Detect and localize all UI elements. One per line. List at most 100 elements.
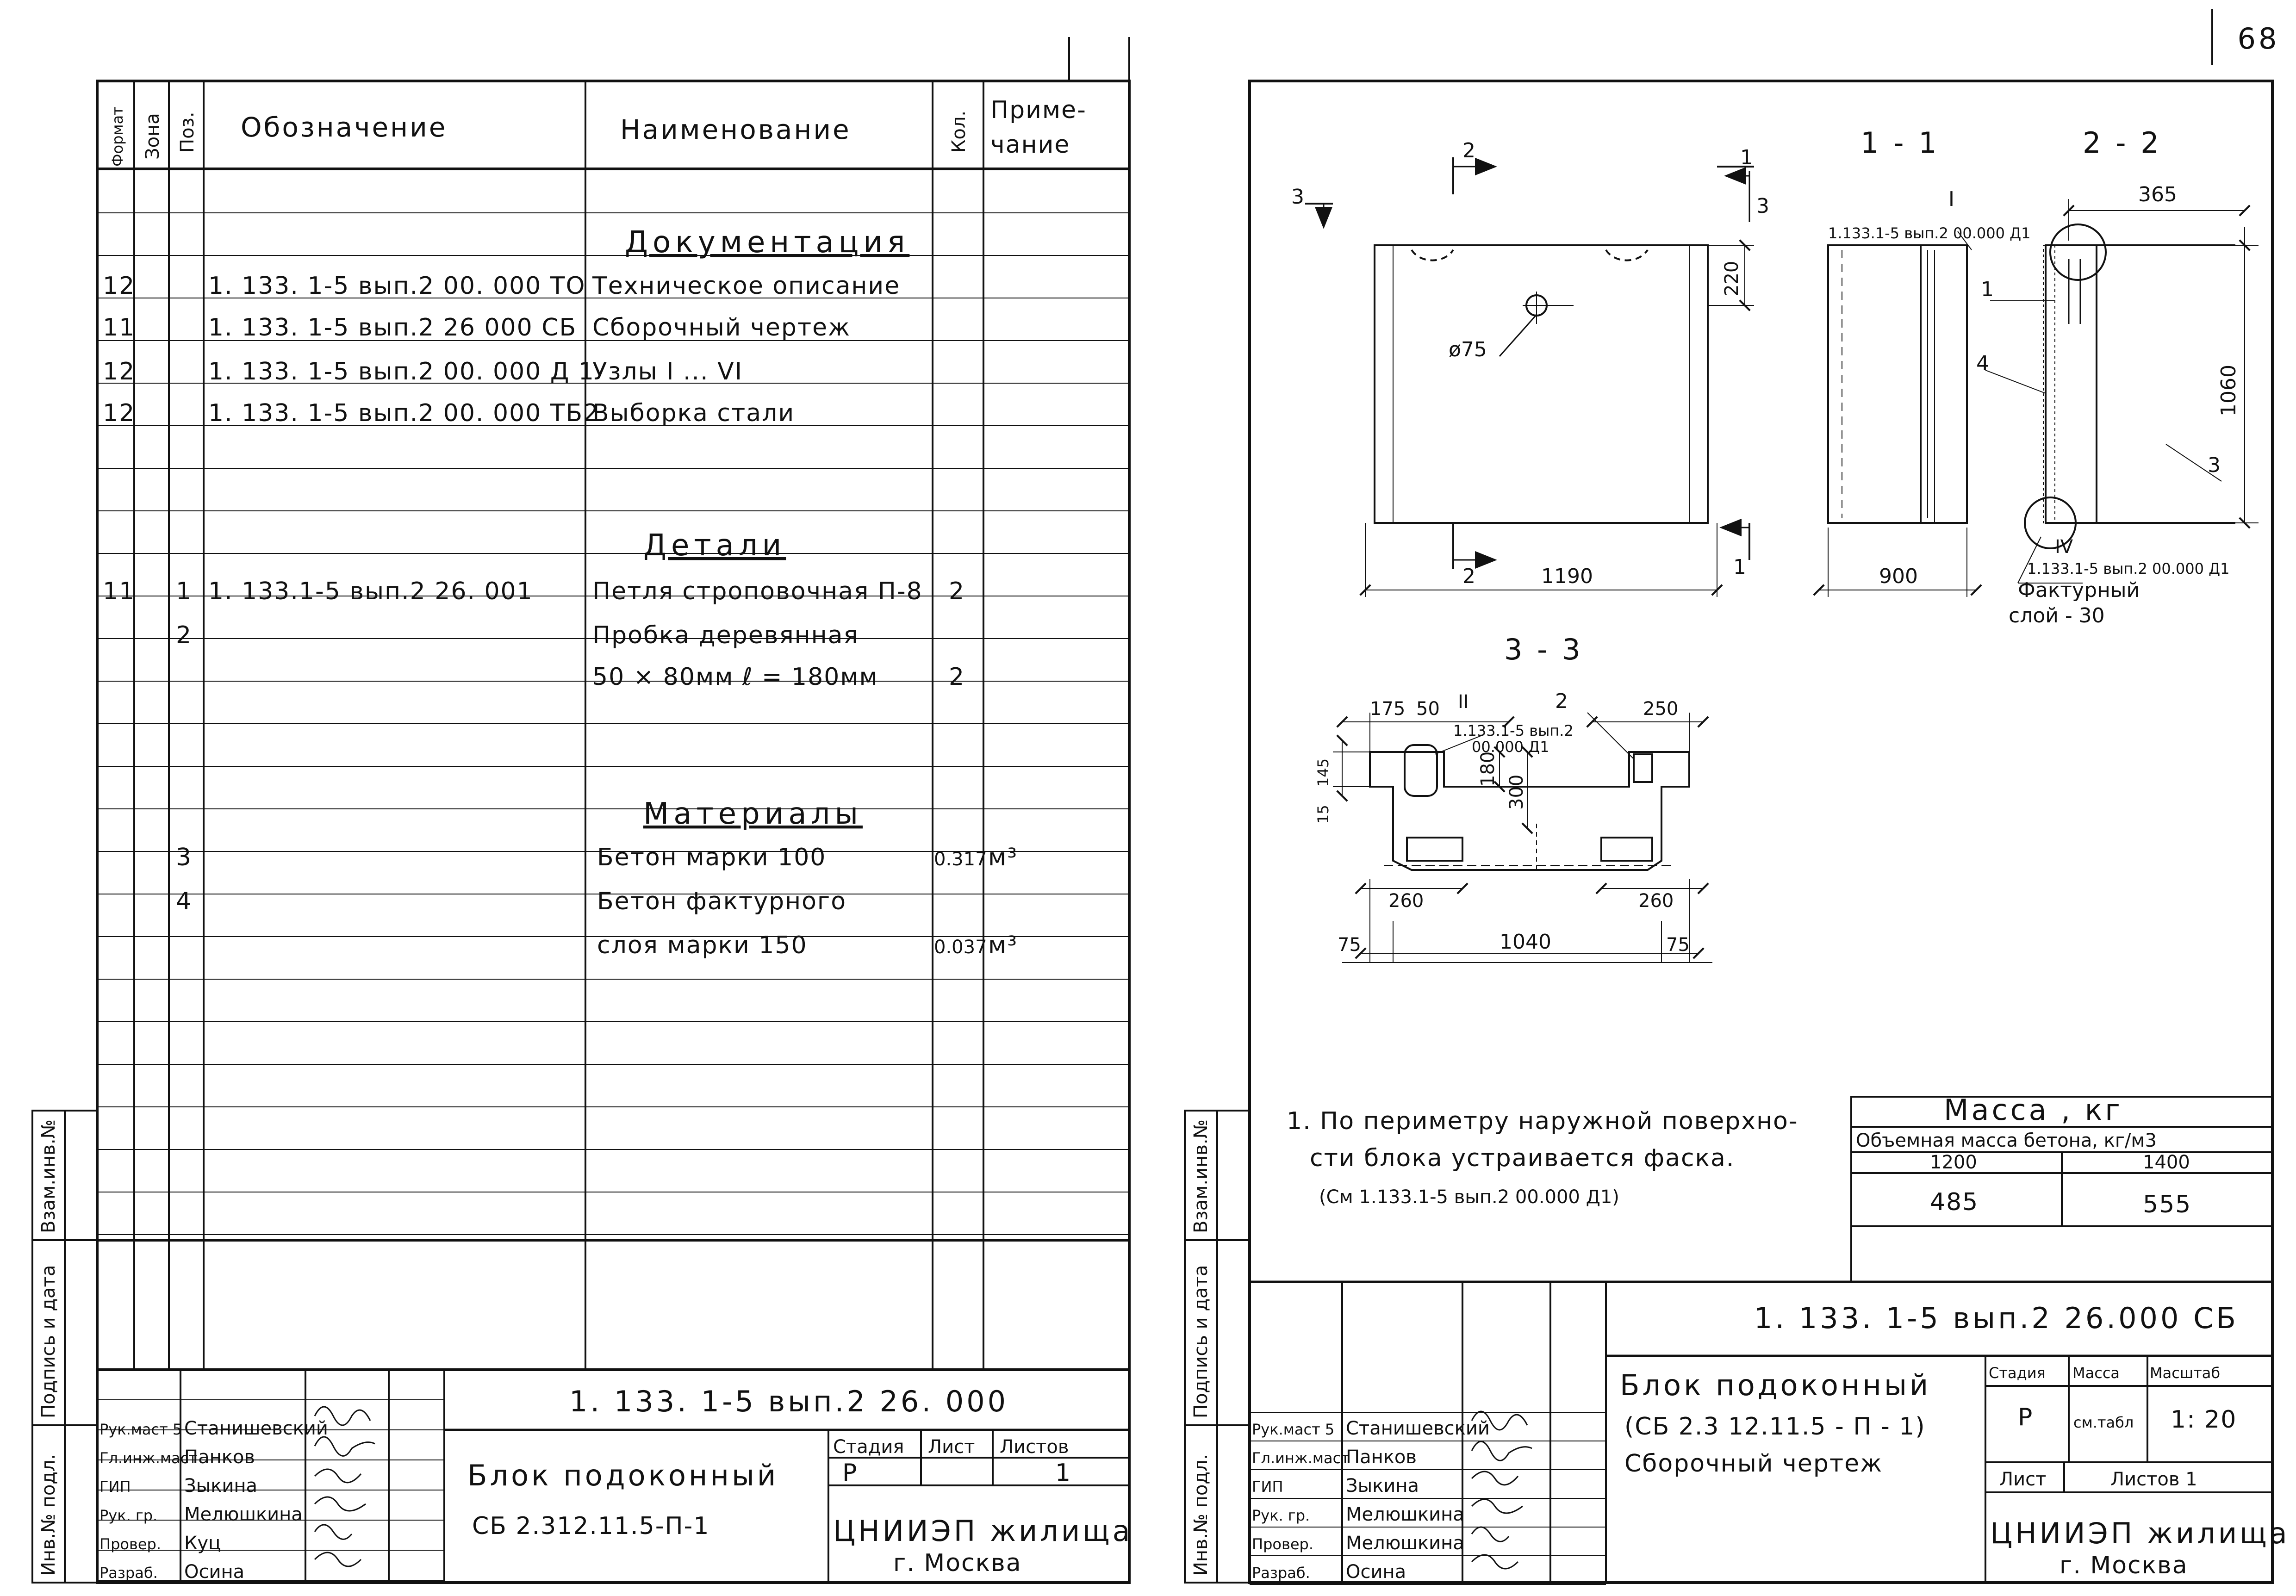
left-staff-role: ГИП xyxy=(100,1478,131,1496)
detail-row-name: Пробка деревянная xyxy=(592,621,859,649)
view-main-cut-1-bottom: 1 xyxy=(1733,555,1746,579)
material-row-name: Бетон марки 100 xyxy=(597,844,826,871)
spec-header-note-2: чание xyxy=(990,131,1070,159)
view-main-dim-220: 220 xyxy=(1721,261,1742,296)
left-sheets-value: 1 xyxy=(1055,1459,1071,1487)
mass-table-grid xyxy=(1850,1096,2273,1283)
section-materials: Материалы xyxy=(643,797,863,831)
doc-row-name: Техническое описание xyxy=(592,272,900,300)
section-2-2-node: IV xyxy=(2055,536,2073,558)
left-staff-name: Куц xyxy=(184,1533,221,1554)
note-block: 1. По периметру наружной поверхно- сти б… xyxy=(1287,1107,1798,1208)
section-3-3-d75a: 75 xyxy=(1338,934,1361,956)
spec-header-note-1: Приме- xyxy=(990,96,1087,124)
material-row-qty: 0.317 xyxy=(934,849,987,870)
view-main: 1190 220 ø75 2 2 3 3 1 1 xyxy=(1291,139,1769,597)
view-main-hole: ø75 xyxy=(1449,338,1487,361)
right-staff-role: ГИП xyxy=(1252,1478,1283,1496)
section-2-2-shape xyxy=(1985,199,2259,584)
left-title-grid xyxy=(180,1370,1129,1583)
left-sheet xyxy=(31,37,1131,1584)
left-staff-name: Зыкина xyxy=(184,1475,257,1497)
page-number: 68 xyxy=(2211,9,2277,65)
view-main-cut-2-top: 2 xyxy=(1462,139,1475,162)
right-sheets-header: Листов 1 xyxy=(2110,1469,2197,1490)
doc-row-designation: 1. 133. 1-5 вып.2 00. 000 Д 1 xyxy=(208,358,595,385)
spec-table: Формат Зона Поз. Обозначение Наименовани… xyxy=(103,96,1087,959)
left-sheets-header: Листов xyxy=(1000,1436,1069,1458)
right-title-block: 1. 133. 1-5 вып.2 26.000 СБ Блок подокон… xyxy=(1252,1301,2287,1583)
right-title-grid xyxy=(1250,1280,2272,1583)
left-signatures xyxy=(314,1406,375,1567)
doc-row-format: 11 xyxy=(103,314,135,342)
side-stamp-right xyxy=(1184,1110,1251,1584)
section-2-2-ref: 1.133.1-5 вып.2 00.000 Д1 xyxy=(2027,560,2229,578)
doc-row-name: Сборочный чертеж xyxy=(592,314,851,342)
right-staff-role: Рук. гр. xyxy=(1252,1507,1310,1524)
right-signatures xyxy=(1471,1410,1532,1570)
right-stage-value: Р xyxy=(2018,1403,2033,1431)
view-main-shape xyxy=(1305,157,1754,597)
material-row-note: м³ xyxy=(988,932,1018,959)
right-sheet-header: Лист xyxy=(1999,1469,2046,1490)
right-side-label-inv-sub: Инв.№ подл. xyxy=(1190,1454,1212,1576)
doc-row-designation: 1. 133. 1-5 вып.2 00. 000 ТБ2 xyxy=(208,399,599,427)
right-staff-role: Рук.маст 5 xyxy=(1252,1421,1334,1438)
section-3-3-d260b: 260 xyxy=(1638,890,1674,912)
right-staff-name: Станишевский xyxy=(1346,1418,1490,1439)
doc-row-designation: 1. 133. 1-5 вып.2 26 000 СБ xyxy=(208,314,577,342)
section-3-3-d50: 50 xyxy=(1416,698,1440,720)
right-scale-value: 1: 20 xyxy=(2171,1406,2237,1434)
doc-row-format: 12 xyxy=(103,358,135,385)
section-3-3-title: 3 - 3 xyxy=(1504,633,1583,666)
detail-row-qty: 2 xyxy=(949,663,965,691)
view-main-cut-3-left: 3 xyxy=(1291,185,1304,209)
mass-val-1400: 555 xyxy=(2143,1191,2191,1218)
section-2-2-layer-1: Фактурный xyxy=(2018,578,2140,602)
left-staff-role: Гл.инж.маст xyxy=(100,1449,197,1467)
right-staff-role: Гл.инж.маст xyxy=(1252,1449,1350,1467)
section-3-3-pos-2: 2 xyxy=(1555,689,1568,713)
section-3-3-node: II xyxy=(1458,691,1469,713)
section-1-1-title: 1 - 1 xyxy=(1860,126,1940,160)
view-main-cut-3-right: 3 xyxy=(1756,194,1769,218)
material-row-name: слоя марки 150 xyxy=(597,932,808,959)
left-staff-role: Рук. гр. xyxy=(100,1507,157,1524)
mass-title: Масса , кг xyxy=(1944,1093,2123,1127)
section-3-3-d1040: 1040 xyxy=(1500,930,1551,954)
section-2-2-layer-2: слой - 30 xyxy=(2009,604,2105,627)
right-title-row-lines xyxy=(1250,1412,1606,1585)
left-title-block: 1. 133. 1-5 вып.2 26. 000 Блок подоконны… xyxy=(100,1385,1130,1583)
spec-header-zone: Зона xyxy=(142,113,163,160)
spec-header-qty: Кол. xyxy=(948,111,970,153)
left-sheet-header: Лист xyxy=(928,1436,975,1458)
section-1-1-shape xyxy=(1813,231,1982,597)
left-title-row-lines xyxy=(97,1399,444,1581)
detail-row-qty: 2 xyxy=(949,578,965,605)
view-main-cut-1-top: 1 xyxy=(1740,146,1753,169)
section-details: Детали xyxy=(643,528,786,563)
spec-header-designation: Обозначение xyxy=(241,112,447,143)
mass-col-1200: 1200 xyxy=(1930,1152,1977,1173)
section-3-3-d75b: 75 xyxy=(1666,934,1690,956)
note-line-3: (См 1.133.1-5 вып.2 00.000 Д1) xyxy=(1319,1186,1619,1208)
right-stage-header: Стадия xyxy=(1989,1364,2046,1382)
right-staff-name: Мелюшкина xyxy=(1346,1504,1464,1525)
doc-row-name: Выборка стали xyxy=(592,399,795,427)
detail-row-designation: 1. 133.1-5 вып.2 26. 001 xyxy=(208,578,533,605)
section-2-2-dim-top: 365 xyxy=(2138,183,2177,206)
section-2-2-dim-height: 1060 xyxy=(2217,365,2240,416)
right-doc-code: 1. 133. 1-5 вып.2 26.000 СБ xyxy=(1754,1301,2239,1335)
material-row-name: Бетон фактурного xyxy=(597,888,846,915)
right-staff-name: Зыкина xyxy=(1346,1475,1419,1497)
left-stage-header: Стадия xyxy=(833,1436,904,1458)
section-3-3-ref-2: 00.000 Д1 xyxy=(1472,738,1549,756)
side-label-inv-sub: Инв.№ подл. xyxy=(38,1454,59,1576)
right-doc-name-2: (СБ 2.3 12.11.5 - П - 1) xyxy=(1624,1413,1926,1441)
section-1-1-node: I xyxy=(1948,187,1954,211)
right-staff-role: Провер. xyxy=(1252,1535,1313,1553)
